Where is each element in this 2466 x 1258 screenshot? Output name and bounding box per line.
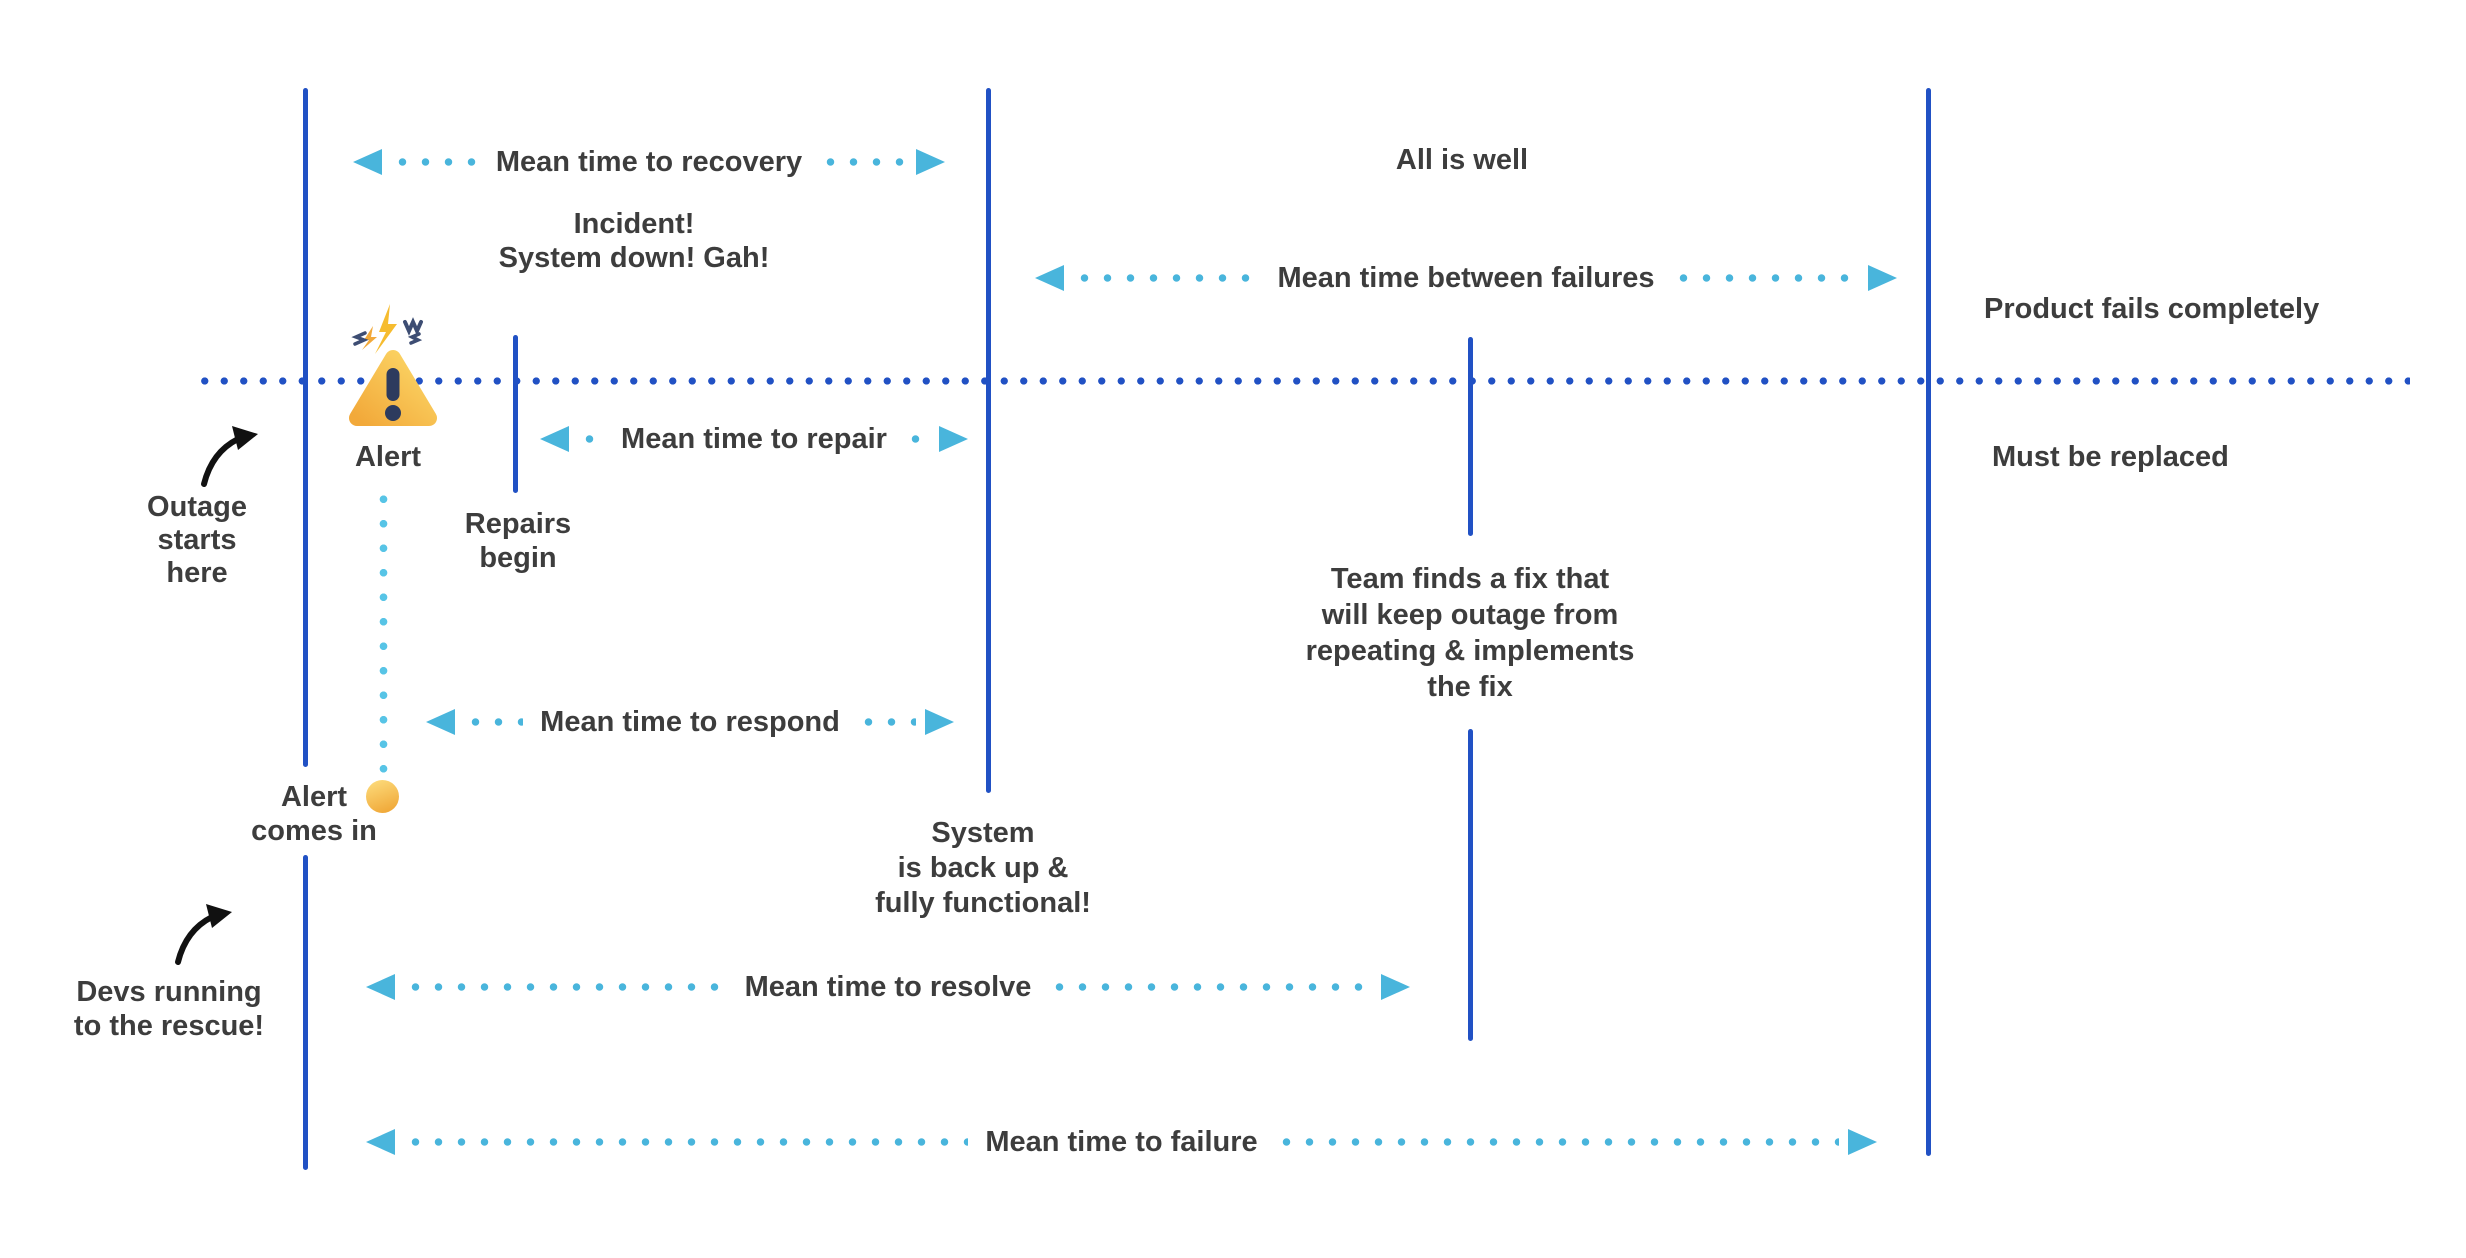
must-be-replaced-note: Must be replaced: [1992, 441, 2229, 473]
outage-curved-arrow-icon: [201, 426, 258, 487]
arrowhead-left-icon: [1035, 265, 1064, 291]
arrowhead-right-icon: [1381, 974, 1410, 1000]
mean-time-to-resolve-label: Mean time to resolve: [744, 970, 1032, 1003]
outage-start-line-upper: [303, 88, 308, 767]
dotted-shaft: [464, 718, 524, 726]
mean-time-to-repair-arrow: Mean time to repair: [540, 423, 968, 455]
repairs-begin-tick: [513, 335, 518, 493]
alert-label: Alert: [354, 441, 422, 473]
arrowhead-right-icon: [1868, 265, 1897, 291]
incident-note: Incident! System down! Gah!: [498, 208, 770, 274]
mean-time-to-failure-arrow: Mean time to failure: [366, 1126, 1878, 1158]
devs-curved-arrow-icon: [175, 904, 232, 965]
dotted-shaft: [819, 158, 908, 166]
arrowhead-left-icon: [366, 974, 395, 1000]
team-fix-note: Team finds a fix that will keep outage f…: [1305, 563, 1635, 703]
arrowhead-right-icon: [939, 426, 968, 452]
dotted-shaft: [903, 435, 930, 443]
product-fails-line: [1926, 88, 1931, 1156]
outage-start-line-lower: [303, 855, 308, 1170]
mean-time-to-respond-arrow: Mean time to respond: [426, 706, 955, 738]
dotted-shaft: [1671, 274, 1859, 282]
team-fix-tick-upper: [1468, 337, 1473, 536]
dotted-shaft: [404, 1138, 969, 1146]
dotted-shaft: [404, 983, 728, 991]
dotted-shaft: [578, 435, 605, 443]
dotted-shaft: [856, 718, 917, 726]
alert-dot-icon: [366, 780, 399, 813]
mean-time-to-failure-label: Mean time to failure: [985, 1125, 1258, 1158]
system-back-up-note: System is back up & fully functional!: [875, 817, 1091, 919]
alert-drop-dotted-line: [379, 487, 388, 779]
repairs-begin-note: Repairs begin: [464, 508, 572, 574]
alert-comes-in-note: Alert comes in: [251, 781, 377, 847]
timeline-dotted-baseline: [195, 377, 2410, 385]
mean-time-between-failures-arrow: Mean time between failures: [1035, 262, 1897, 294]
product-fails-note: Product fails completely: [1984, 293, 2320, 325]
mean-time-to-recovery-arrow: Mean time to recovery: [353, 146, 946, 178]
team-fix-tick-lower: [1468, 729, 1473, 1041]
warning-triangle-icon: [349, 304, 437, 426]
arrowhead-left-icon: [366, 1129, 395, 1155]
arrowhead-left-icon: [426, 709, 455, 735]
arrowhead-right-icon: [1848, 1129, 1878, 1155]
dotted-shaft: [391, 158, 479, 166]
arrowhead-right-icon: [916, 149, 946, 175]
mean-time-to-resolve-arrow: Mean time to resolve: [366, 971, 1410, 1003]
mean-time-to-repair-label: Mean time to repair: [621, 422, 887, 455]
dotted-shaft: [1073, 274, 1261, 282]
dotted-shaft: [1048, 983, 1372, 991]
all-is-well-note: All is well: [1395, 144, 1529, 176]
arrowhead-left-icon: [353, 149, 382, 175]
arrowhead-right-icon: [925, 709, 955, 735]
arrowhead-left-icon: [540, 426, 569, 452]
mean-time-to-recovery-label: Mean time to recovery: [495, 145, 803, 178]
dotted-shaft: [1274, 1138, 1840, 1146]
outage-starts-here-note: Outage starts here: [147, 491, 247, 589]
devs-running-note: Devs running to the rescue!: [73, 976, 265, 1042]
system-restored-line: [986, 88, 991, 793]
mean-time-between-failures-label: Mean time between failures: [1277, 261, 1655, 294]
mean-time-to-respond-label: Mean time to respond: [540, 705, 840, 738]
